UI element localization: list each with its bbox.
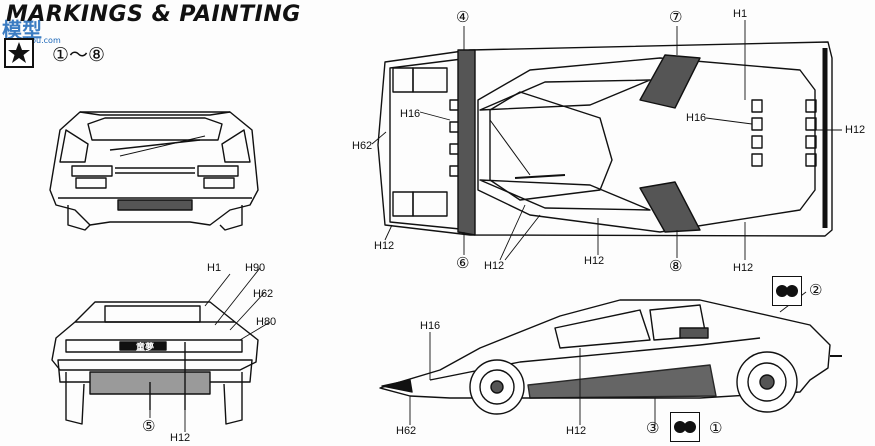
paint-label-h62: H62	[396, 425, 417, 437]
paint-label-h80: H80	[256, 316, 277, 328]
callout-7: ⑦	[669, 8, 683, 26]
paint-label-h12: H12	[374, 240, 395, 252]
circle-pair-decal-icon	[772, 276, 802, 306]
star-icon	[4, 38, 34, 68]
paint-label-h12: H12	[584, 255, 605, 267]
front-view-car	[49, 111, 259, 231]
paint-label-h1: H1	[207, 262, 222, 274]
callout-3: ③	[646, 419, 660, 437]
callout-2: ②	[809, 281, 823, 299]
paint-label-h62: H62	[352, 140, 373, 152]
side-view-car	[379, 299, 842, 415]
paint-label-h16: H16	[686, 112, 707, 124]
paint-label-h12: H12	[733, 262, 754, 274]
top-view-car	[377, 41, 833, 237]
circle-pair-decal-icon	[670, 412, 700, 442]
paint-label-h12: H12	[170, 432, 191, 444]
paint-label-h90: H90	[245, 262, 266, 274]
page-title: MARKINGS & PAINTING	[6, 2, 301, 27]
paint-label-h12: H12	[845, 124, 866, 136]
paint-label-h1: H1	[733, 8, 748, 20]
callout-1: ①	[709, 419, 723, 437]
callout-4: ④	[456, 8, 470, 26]
rear-badge-text: 童夢	[135, 343, 154, 353]
paint-label-h12: H12	[484, 260, 505, 272]
paint-label-h12: H12	[566, 425, 587, 437]
paint-label-h16: H16	[400, 108, 421, 120]
rear-view-car	[51, 301, 259, 425]
callout-8: ⑧	[669, 257, 683, 275]
marking-range: ①～⑧	[52, 44, 106, 66]
callout-5: ⑤	[142, 417, 156, 435]
paint-label-h16: H16	[420, 320, 441, 332]
callout-6: ⑥	[456, 254, 470, 272]
paint-label-h62: H62	[253, 288, 274, 300]
